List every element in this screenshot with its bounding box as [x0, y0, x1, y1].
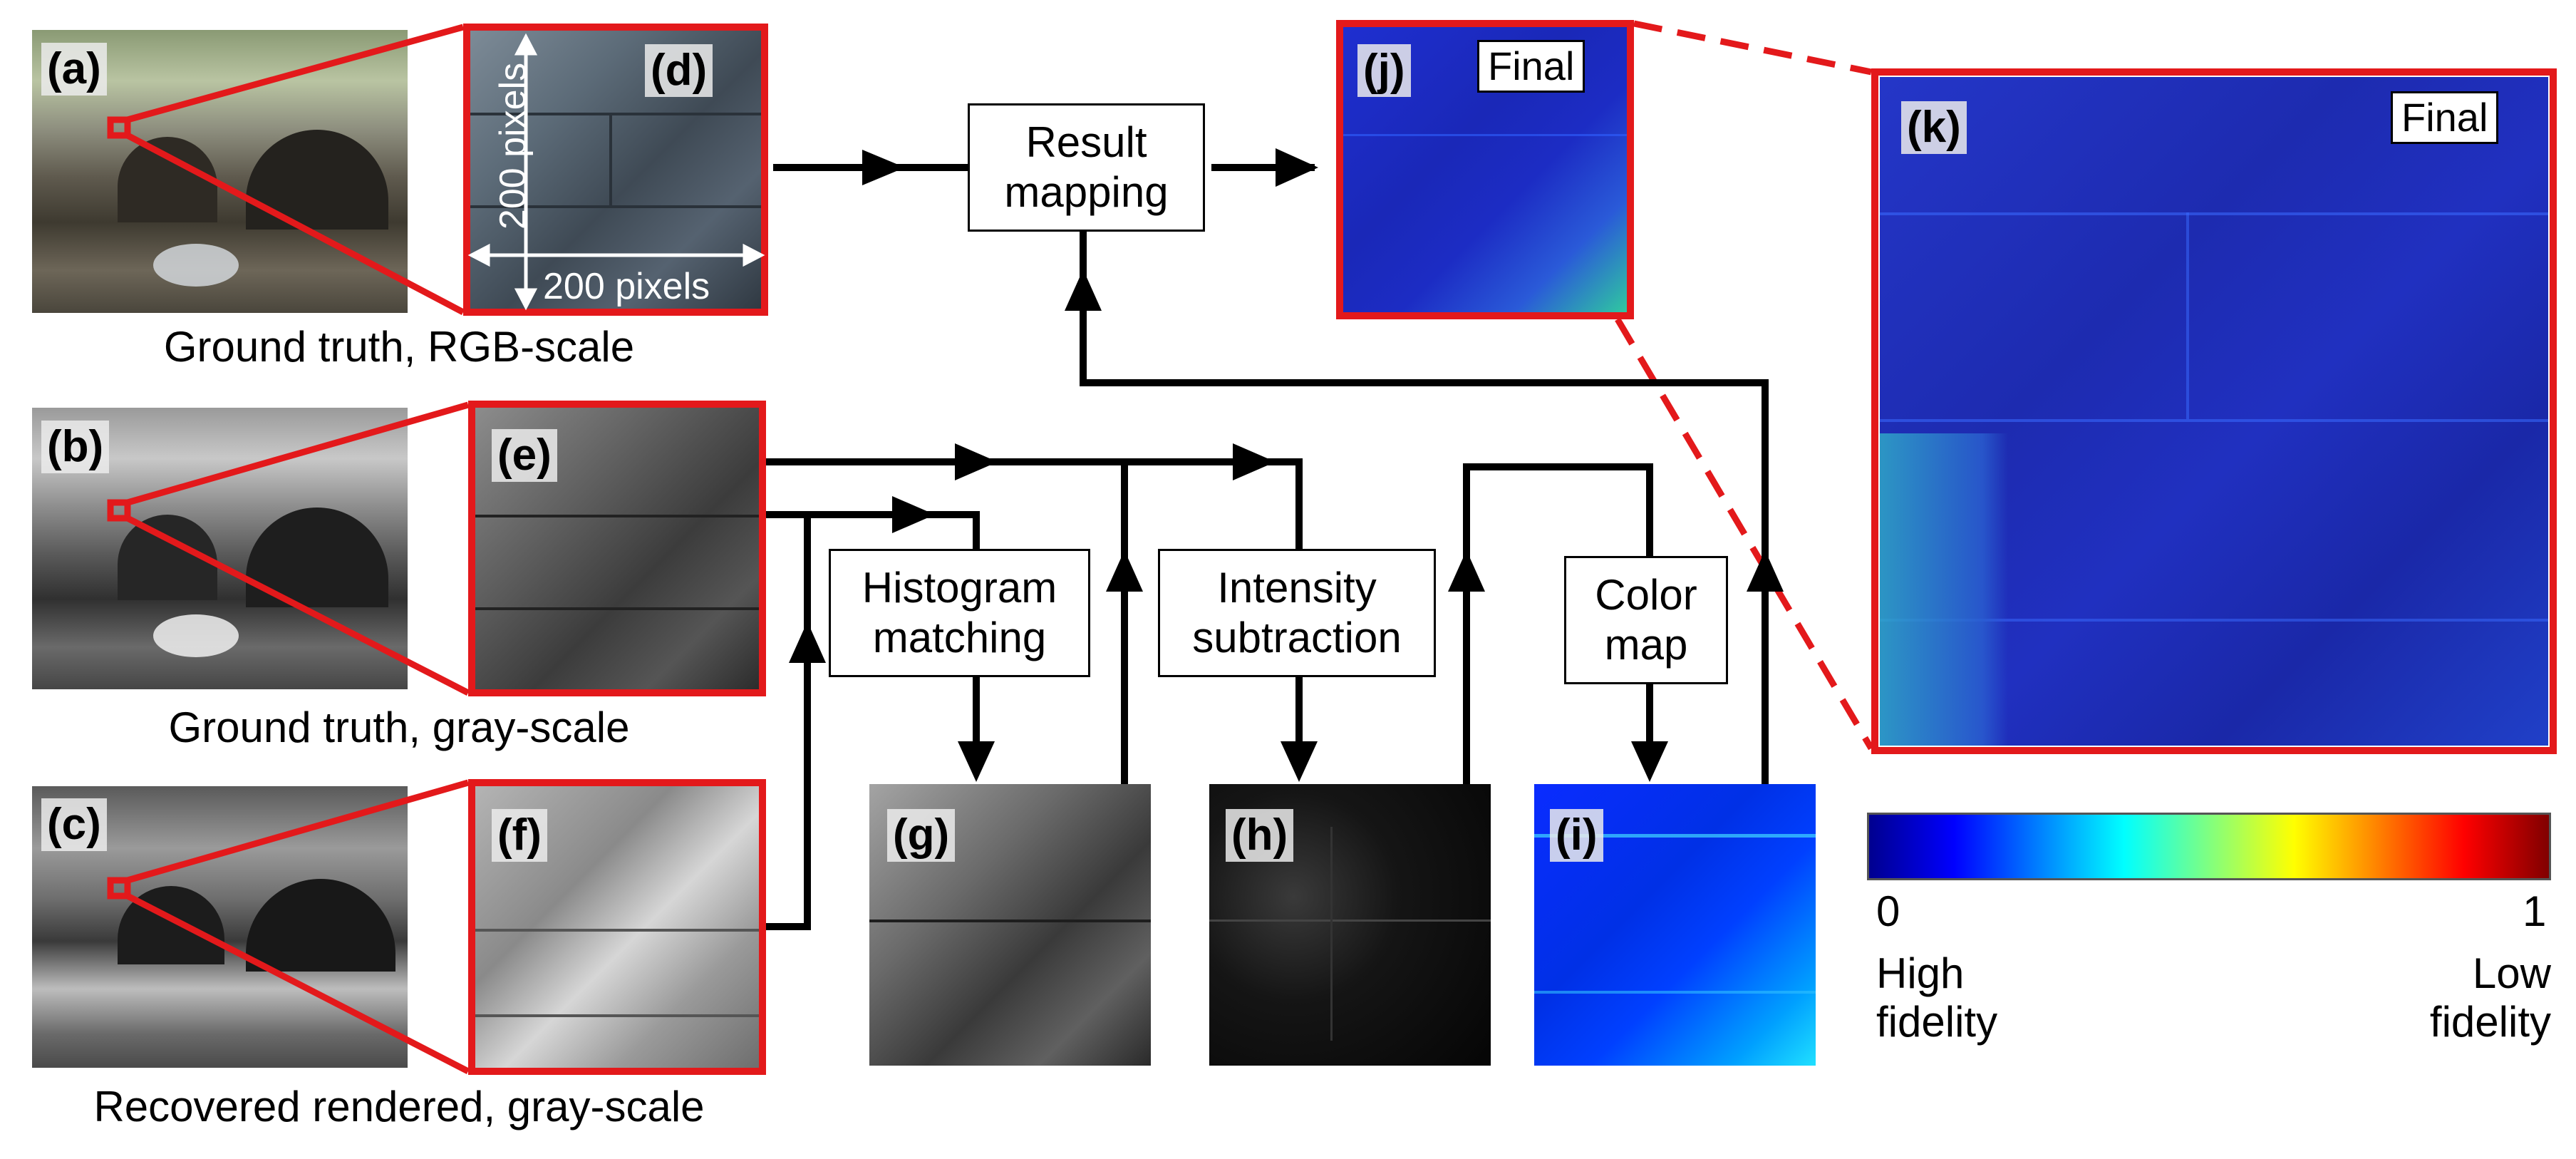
- colorbar-gradient: [1869, 815, 2549, 878]
- arrow-up-h: [1448, 550, 1485, 592]
- zoom-line-a-bottom: [125, 133, 465, 315]
- flow-lines: [766, 164, 1769, 930]
- photo-c-rendered-scene: [32, 786, 408, 1068]
- arrow-right-5: [892, 496, 935, 533]
- photo-d-rgb-crop: [467, 27, 765, 312]
- result-mapping-box: Result mapping: [968, 103, 1205, 232]
- final-frame-j: [1336, 20, 1634, 319]
- crop-frame-d: [463, 24, 768, 316]
- colorbar: [1867, 813, 2551, 880]
- intensity-subtraction-box: Intensity subtraction: [1158, 549, 1436, 677]
- color-map-box: Color map: [1564, 556, 1728, 684]
- caption-row2: Ground truth, gray-scale: [168, 704, 630, 751]
- panel-label-d: (d): [645, 44, 713, 97]
- high-fidelity-label: High fidelity: [1876, 949, 1997, 1046]
- color-map-line1: Color: [1595, 571, 1697, 619]
- dimension-label-horizontal: 200 pixels: [543, 266, 710, 307]
- panel-label-b: (b): [41, 421, 110, 473]
- zoom-line-c-top: [126, 779, 470, 884]
- arrow-up-result: [1065, 269, 1102, 311]
- panel-label-c: (c): [41, 798, 107, 851]
- histogram-matching-box: Histogram matching: [829, 549, 1090, 677]
- panel-label-f: (f): [492, 809, 547, 862]
- histogram-matching-line2: matching: [872, 614, 1047, 661]
- panel-label-g: (g): [887, 809, 956, 862]
- panel-label-k: (k): [1901, 101, 1967, 154]
- intensity-subtraction-line2: subtraction: [1192, 614, 1402, 661]
- panel-label-i: (i): [1550, 809, 1603, 862]
- high-fidelity-line1: High: [1876, 949, 1965, 997]
- arrow-up-i: [1747, 550, 1784, 592]
- photo-k-final-zoomed: [1880, 77, 2548, 746]
- color-map-line2: map: [1604, 621, 1688, 669]
- result-mapping-line2: mapping: [1004, 168, 1169, 216]
- crop-marker-c: [107, 877, 131, 900]
- final-frame-k: [1871, 68, 2557, 754]
- zoom-line-c-bottom: [125, 892, 470, 1075]
- arrow-up-f: [789, 622, 826, 663]
- low-fidelity-line1: Low: [2472, 949, 2551, 997]
- zoom-line-b-bottom: [125, 515, 470, 696]
- arrow-right-2: [1276, 148, 1318, 187]
- arrow-down-h: [1281, 741, 1318, 782]
- zoom-lines-red: [107, 24, 470, 1075]
- arrow-right-4: [1233, 443, 1276, 480]
- arrow-down-g: [958, 741, 995, 782]
- result-mapping-line1: Result: [1025, 118, 1147, 166]
- arrow-up-g: [1106, 550, 1143, 592]
- caption-row3: Recovered rendered, gray-scale: [93, 1083, 705, 1130]
- arrow-down-i: [1631, 741, 1668, 782]
- arrowheads: [789, 148, 1784, 782]
- panel-label-e: (e): [492, 429, 557, 482]
- dimension-arrows: [467, 33, 765, 311]
- intensity-subtraction-line1: Intensity: [1217, 564, 1377, 612]
- colorbar-min-label: 0: [1876, 887, 1900, 935]
- low-fidelity-label: Low fidelity: [2394, 949, 2551, 1046]
- zoom-line-b-top: [126, 401, 470, 506]
- zoom-lines-j-to-k: [1615, 20, 1874, 751]
- colorbar-max-label: 1: [2523, 887, 2547, 935]
- crop-marker-a: [107, 116, 131, 139]
- panel-label-j: (j): [1357, 44, 1411, 97]
- crop-marker-b: [107, 499, 131, 522]
- zoom-line-j-bottom: [1615, 317, 1874, 751]
- panel-label-h: (h): [1226, 809, 1294, 862]
- low-fidelity-line2: fidelity: [2429, 998, 2551, 1046]
- final-label-k: Final: [2391, 91, 2499, 144]
- panel-label-a: (a): [41, 43, 107, 96]
- arrow-right-1: [862, 150, 905, 185]
- high-fidelity-line2: fidelity: [1876, 998, 1998, 1046]
- crop-frame-f: [468, 779, 766, 1075]
- zoom-line-j-top: [1633, 20, 1872, 76]
- zoom-line-a-top: [126, 24, 465, 123]
- crop-frame-e: [468, 401, 766, 696]
- arrow-right-3: [955, 443, 998, 480]
- final-label-j: Final: [1477, 40, 1586, 93]
- histogram-matching-line1: Histogram: [862, 564, 1057, 612]
- caption-row1: Ground truth, RGB-scale: [163, 323, 635, 371]
